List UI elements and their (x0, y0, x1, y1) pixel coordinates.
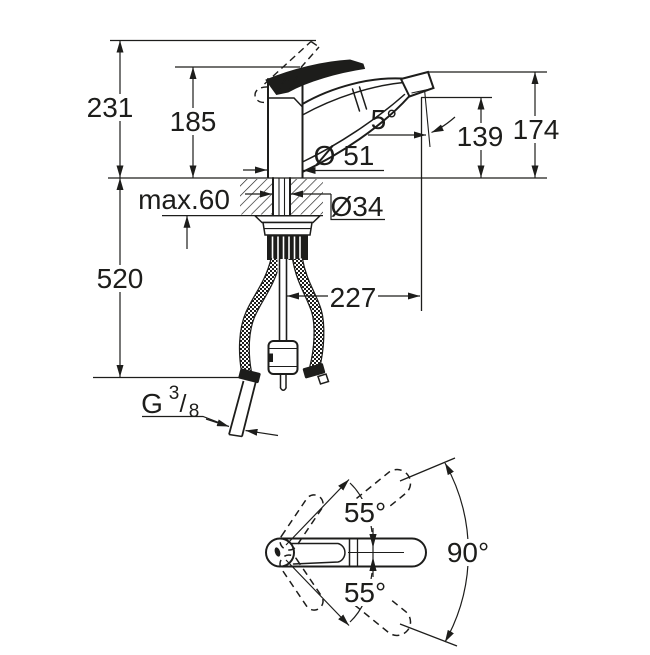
mounting-nut (267, 235, 308, 260)
dim-line-g38-left (205, 418, 230, 428)
spout (301, 77, 410, 173)
thread-tube (228, 380, 245, 435)
supply-hoses (228, 257, 330, 438)
thread-label-slash: / (180, 390, 187, 418)
braided-hose-left (240, 257, 281, 373)
pullout-spray-head (399, 70, 435, 98)
dim-label-hole-diameter: Ø34 (331, 191, 384, 222)
handle-top-outline (290, 542, 346, 565)
top-view: 55° 55° 90° (265, 457, 495, 647)
outlet-axis-line (423, 83, 431, 148)
dim-label-spout-reach: 227 (330, 282, 377, 313)
handle-lever (265, 59, 366, 96)
thread-label-g: G (141, 388, 163, 419)
mounting-hardware (253, 177, 322, 260)
dim-label-outlet-angle: 5° (371, 104, 398, 135)
braided-hose-right (293, 258, 324, 370)
thread-label-denominator: 8 (189, 401, 200, 422)
dim-label-height-to-handle: 185 (170, 106, 217, 137)
dim-label-height-overall: 231 (87, 92, 134, 123)
dim-label-base-diameter: Ø 51 (314, 140, 375, 171)
hose-weight (267, 340, 299, 375)
dim-line-g38-right (245, 428, 279, 437)
dim-label-height-outlet: 139 (457, 121, 504, 152)
dim-label-swivel-upper: 55° (344, 497, 386, 528)
thread-label: G 3 / 8 (141, 383, 199, 422)
counter-section-hatching (240, 179, 323, 215)
dim-label-swivel-total: 90° (447, 537, 489, 568)
faucet-outline (254, 40, 435, 179)
top-view-faucet (265, 528, 427, 577)
hose-fitting-right (302, 363, 326, 379)
dim-line-5deg-right (431, 116, 456, 134)
dimension-labels: 231 185 174 139 520 227 max.60 Ø 51 Ø34 … (85, 92, 561, 422)
side-view: 231 185 174 139 520 227 max.60 Ø 51 Ø34 … (85, 39, 561, 438)
swivel-dimensions: 55° 55° 90° (285, 457, 495, 647)
body-mark (274, 547, 281, 557)
dim-label-hose-drop: 520 (97, 263, 144, 294)
dim-label-height-spout-top: 174 (513, 114, 560, 145)
hose-fitting-left (238, 368, 261, 384)
base-flange (253, 215, 322, 224)
dim-label-max-deck: max.60 (138, 184, 230, 215)
handle-raised-dashed (254, 40, 320, 104)
dim-label-swivel-lower: 55° (344, 577, 386, 608)
thread-label-numerator: 3 (169, 383, 180, 404)
